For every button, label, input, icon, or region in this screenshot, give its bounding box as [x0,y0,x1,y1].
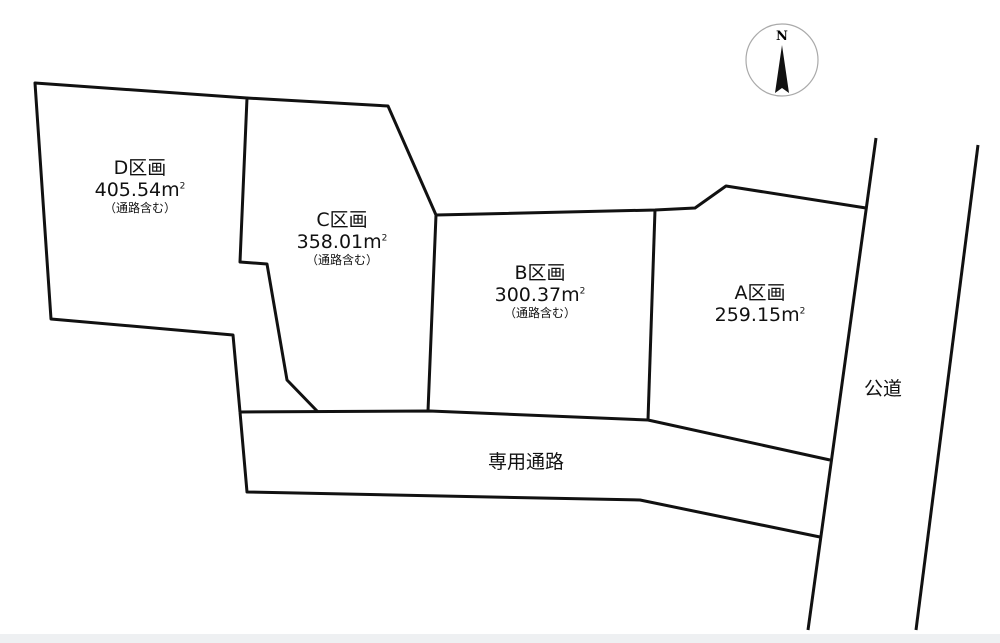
lot-d-label: D区画 405.54m2 （通路含む） [94,157,186,215]
lot-a-divider [646,209,657,421]
lot-d-boundary [33,81,320,414]
lot-area: 300.37m2 [494,283,586,306]
compass-label: N [776,29,788,44]
lot-b-boundary [435,184,867,217]
private-road-label: 専用通路 [488,451,565,473]
lot-c-label: C区画 358.01m2 （通路含む） [296,209,388,267]
public-road-left-edge [806,137,878,631]
lot-area: 405.54m2 [94,178,186,201]
lot-name: B区画 [514,262,566,284]
lot-area: 259.15m2 [714,303,806,326]
lot-a-label: A区画 259.15m2 [714,282,806,327]
lot-c-boundary [246,96,438,412]
lot-note: （通路含む） [305,252,379,267]
lot-area: 358.01m2 [296,230,388,253]
lot-name: C区画 [316,209,368,231]
lot-name: D区画 [113,157,167,179]
public-road-label: 公道 [864,378,903,400]
public-road-right-edge [914,144,980,631]
lot-name: A区画 [734,282,786,304]
bottom-bar [0,634,1000,643]
lot-note: （通路含む） [503,305,577,320]
lot-note: （通路含む） [103,200,177,215]
compass-icon: N [745,23,819,97]
lot-b-label: B区画 300.37m2 （通路含む） [494,262,586,320]
private-road-bottom [238,411,821,539]
private-road-top [239,409,831,462]
